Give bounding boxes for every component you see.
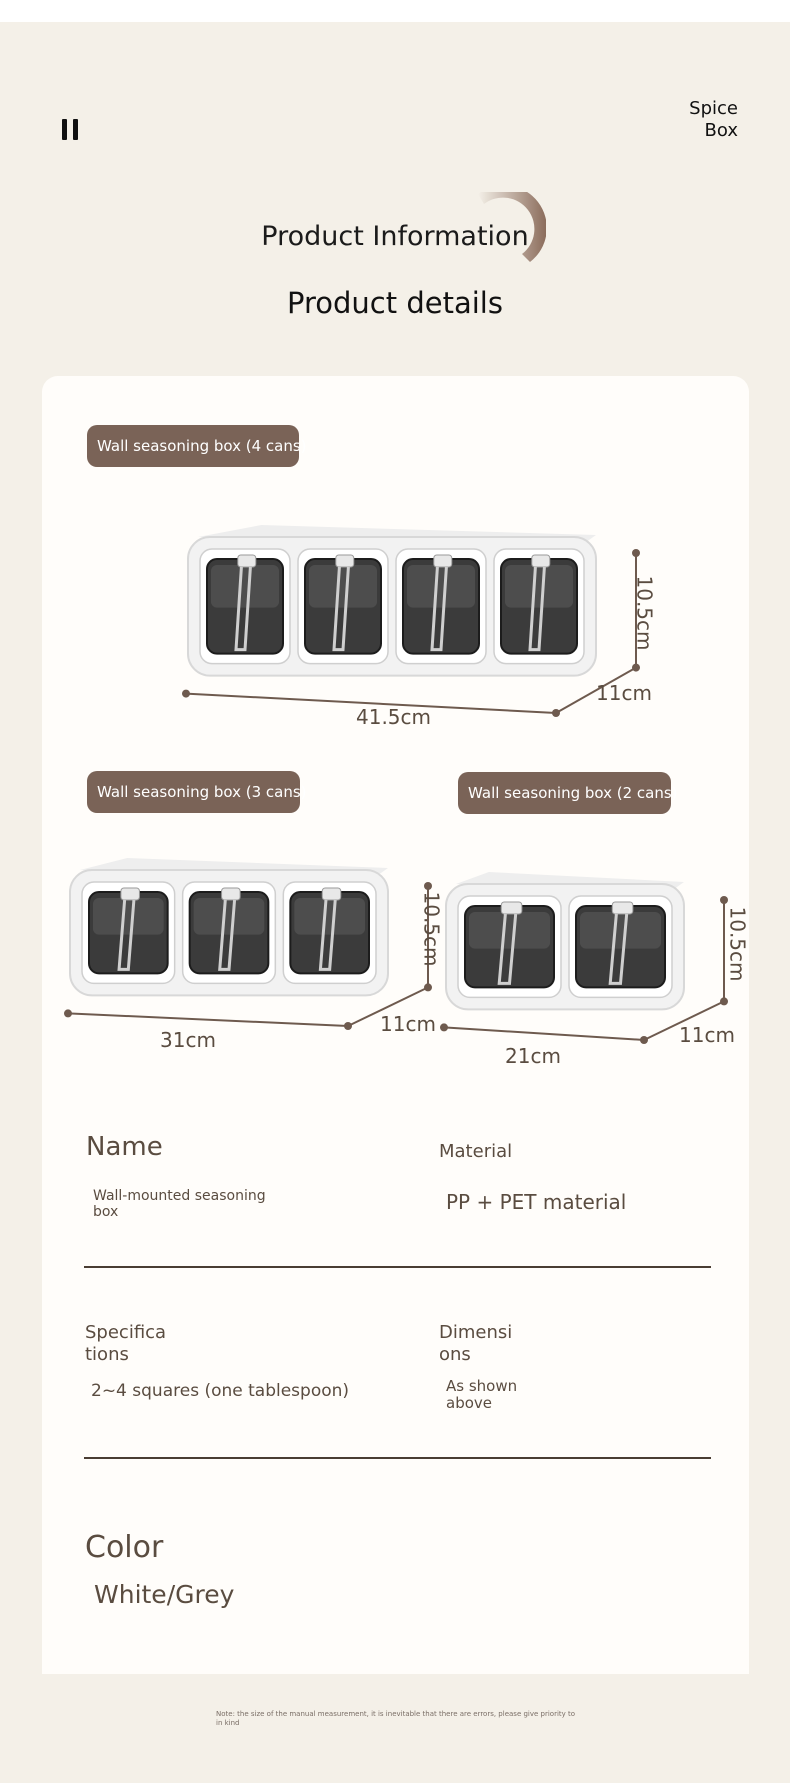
section-title: Product Information (261, 221, 529, 252)
name-label: Name (86, 1132, 163, 1162)
spoon-handle (332, 566, 350, 652)
brand-line-1: Spice (689, 98, 738, 119)
length-2-cans: 21cm (505, 1044, 561, 1068)
section-subtitle: Product details (287, 286, 503, 320)
spoon-head (120, 887, 140, 901)
divider-2 (84, 1457, 711, 1459)
dimension-dot (552, 709, 560, 717)
dimensions-value-line-2: above (446, 1394, 492, 1412)
spoon-handle (497, 913, 518, 985)
spoon-handle (528, 566, 546, 652)
height-2-cans: 10.5cm (725, 906, 750, 982)
can-glare (469, 912, 550, 949)
can-glare (93, 898, 164, 935)
length-line (185, 692, 557, 714)
spoon-handle (318, 899, 337, 971)
dimension-dot (424, 983, 432, 992)
can-glare (580, 912, 661, 949)
brand-line-2: Box (704, 120, 738, 141)
dimension-dot (632, 549, 640, 557)
specifications-label-line-2: tions (85, 1344, 129, 1365)
spoon-head (321, 887, 342, 901)
product-label-3-cans: Wall seasoning box (3 cans) (87, 771, 307, 813)
spoon-head (335, 554, 355, 568)
box-group (187, 525, 597, 677)
dimension-dot (344, 1022, 352, 1030)
dimensions-label-line-1: Dimensi (439, 1322, 513, 1343)
material-label: Material (439, 1141, 513, 1162)
spoon-head (237, 554, 257, 568)
specifications-value: 2~4 squares (one tablespoon) (91, 1381, 350, 1401)
box-group (69, 858, 389, 997)
name-value: Wall-mounted seasoning box (93, 1188, 266, 1220)
disclaimer-note: Note: the size of the manual measurement… (216, 1710, 576, 1727)
length-3-cans: 31cm (160, 1028, 216, 1052)
spoon-head (531, 554, 551, 568)
dimension-dot (440, 1023, 448, 1032)
color-label: Color (85, 1530, 164, 1565)
spoon-handle (218, 899, 237, 971)
product-image-3-cans (64, 858, 432, 1030)
pause-icon (62, 119, 79, 140)
can-glare (309, 565, 377, 608)
spoon-handle (234, 566, 252, 652)
depth-line (347, 986, 429, 1027)
depth-line (643, 1000, 725, 1041)
decorative-arc-icon (478, 192, 546, 262)
dimension-dot (632, 663, 640, 672)
depth-3-cans: 11cm (380, 1012, 436, 1036)
product-image-4-cans (182, 525, 640, 717)
product-image-2-cans (440, 872, 728, 1044)
specifications-label: Specifica tions (85, 1322, 166, 1366)
spoon-handle (117, 899, 136, 971)
top-band (0, 0, 790, 22)
dimension-dot (64, 1009, 72, 1018)
material-value: PP + PET material (446, 1190, 627, 1214)
dimension-dot (720, 896, 728, 904)
product-label-2-cans: Wall seasoning box (2 cans) (458, 772, 678, 814)
name-value-line-1: Wall-mounted seasoning (93, 1188, 266, 1204)
dimension-dot (640, 1036, 648, 1044)
can-glare (193, 898, 265, 935)
name-value-line-2: box (93, 1204, 119, 1220)
box-group (445, 872, 685, 1011)
height-4-cans: 10.5cm (632, 575, 657, 651)
length-line (443, 1026, 645, 1041)
depth-4-cans: 11cm (596, 681, 652, 705)
can-glare (505, 565, 573, 608)
dimensions-label: Dimensi ons (439, 1322, 512, 1366)
dimensions-value-line-1: As shown (446, 1377, 518, 1395)
depth-line (555, 666, 637, 714)
dimensions-value: As shown above (446, 1378, 517, 1412)
spoon-head (433, 554, 453, 568)
divider-1 (84, 1266, 711, 1268)
brand-label: Spice Box (689, 98, 738, 142)
spoon-head (500, 901, 523, 915)
dimensions-label-line-2: ons (439, 1344, 471, 1365)
spoon-head (221, 887, 241, 901)
specifications-label-line-1: Specifica (85, 1322, 167, 1343)
spoon-handle (430, 566, 448, 652)
dimension-dot (720, 997, 728, 1006)
length-4-cans: 41.5cm (356, 705, 432, 729)
spoon-head (611, 901, 634, 915)
depth-2-cans: 11cm (679, 1023, 735, 1047)
product-label-4-cans: Wall seasoning box (4 cans) (87, 425, 307, 467)
dimension-dot (182, 689, 190, 698)
can-glare (294, 898, 365, 935)
can-glare (211, 565, 279, 608)
color-value: White/Grey (94, 1580, 235, 1609)
can-glare (407, 565, 475, 608)
spoon-handle (608, 913, 629, 985)
dimension-dot (424, 882, 432, 890)
length-line (67, 1012, 349, 1027)
